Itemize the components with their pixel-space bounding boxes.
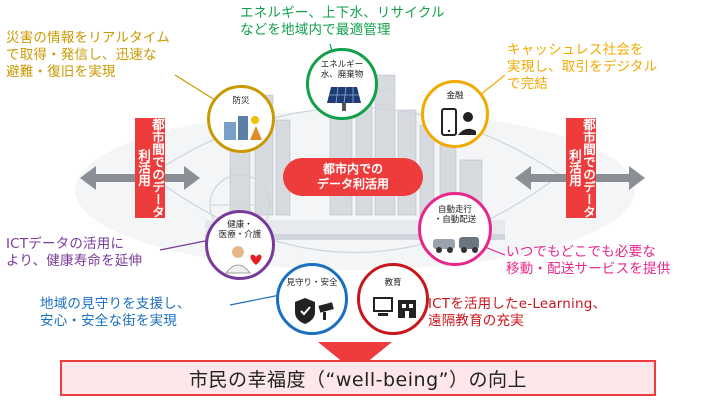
node-health: 健康・ 医療・介護: [205, 210, 275, 280]
node-energy: エネルギー 水、廃棄物: [306, 48, 378, 120]
down-arrow: [318, 342, 392, 372]
node-education: 教育: [357, 263, 429, 335]
caption-disaster: 災害の情報をリアルタイム で取得・発信し、迅速な 避難・復旧を実現: [6, 30, 170, 80]
caption-mobility: いつでもどこでも必要な 移動・配送サービスを提供: [506, 244, 671, 277]
node-finance: 金融: [421, 80, 489, 148]
center-ribbon: 都市内での データ利活用: [283, 158, 423, 196]
caption-health: ICTデータの活用に より、健康寿命を延伸: [6, 236, 143, 269]
caption-education: ICTを活用したe-Learning、 遠隔教育の充実: [428, 296, 607, 329]
shield-camera-icon: [295, 298, 334, 324]
autonomous-vehicles-icon: [433, 237, 479, 253]
side-label-right: 都市間でのデータ利活用: [566, 118, 596, 218]
caption-finance: キャッシュレス社会を 実現し、取引をデジタル で完結: [507, 42, 658, 92]
solar-panel-icon: [327, 86, 361, 111]
computer-school-icon: [373, 297, 416, 318]
caption-safety: 地域の見守りを支援し、 安心・安全な街を実現: [40, 296, 191, 329]
node-mobility: 自動走行 ・自動配送: [418, 192, 492, 266]
disaster-scene-icon: [224, 116, 262, 140]
node-disaster: 防災: [207, 85, 275, 153]
smartphone-payment-icon: [441, 108, 476, 136]
side-label-left: 都市間でのデータ利活用: [135, 118, 165, 218]
caption-energy: エネルギー、上下水、リサイクル などを地域内で最適管理: [240, 5, 445, 38]
doctor-heart-icon: [225, 246, 262, 274]
node-safety: 見守り・安全: [276, 263, 348, 335]
bottom-banner: 市民の幸福度（“well-being”）の向上: [60, 360, 656, 396]
